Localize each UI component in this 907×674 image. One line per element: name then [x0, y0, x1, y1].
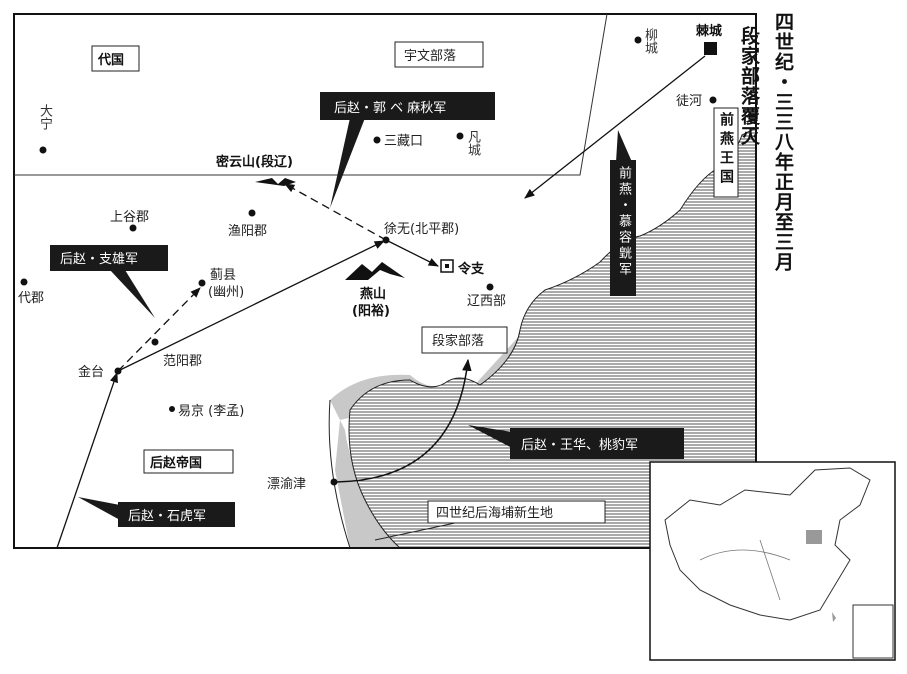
inset-highlight — [806, 530, 822, 544]
place-sanzangkou: 三藏口 — [384, 134, 423, 149]
region-yuwen: 宇文部落 — [404, 49, 456, 64]
place-daijun: 代郡 — [18, 291, 44, 306]
title-line1: 四世纪・三三八年正月至三月 — [772, 12, 794, 272]
army-wanghua: 后赵・王华、桃豹军 — [521, 438, 638, 453]
inset-china-outline — [664, 467, 871, 621]
place-piaoyujin: 漂渝津 — [267, 476, 306, 492]
miyunshan-mountain-icon — [255, 178, 296, 186]
border-line — [14, 13, 608, 176]
place-daning: 大宁 — [37, 104, 52, 130]
region-qianyan: 前燕王国 — [718, 112, 734, 188]
place-miyunshan: 密云山(段辽) — [215, 154, 293, 170]
army-murong: 前燕・慕容皝军 — [616, 166, 631, 278]
place-yangyu: (阳裕) — [352, 303, 390, 319]
place-dots — [20, 36, 717, 486]
place-jixian: 蓟县 — [210, 268, 236, 283]
place-liaoxi: 辽西部 — [467, 294, 506, 309]
route-xuwu-miyun — [284, 183, 387, 241]
region-daiguo: 代国 — [97, 52, 124, 68]
map-title: 四世纪・三三八年正月至三月 段家部落覆灭 — [738, 12, 800, 272]
route-wanghua — [335, 358, 472, 483]
place-fanyang: 范阳郡 — [163, 354, 202, 369]
jicheng-marker-icon — [704, 42, 717, 55]
title-line2: 段家部落覆灭 — [738, 26, 760, 146]
place-tuhe: 徒河 — [676, 94, 702, 109]
place-shanggu: 上谷郡 — [110, 210, 149, 225]
place-yuyang: 渔阳郡 — [228, 224, 267, 239]
army-zhixiong: 后赵・支雄军 — [60, 252, 138, 267]
place-jicheng: 棘城 — [696, 23, 722, 39]
route-jintai-xuwu — [117, 240, 385, 372]
place-lingzhi: 令支 — [458, 261, 485, 277]
place-fancheng: 凡城 — [465, 130, 480, 156]
place-liucheng: 柳城 — [642, 28, 657, 54]
place-youzhou: (幽州) — [208, 285, 244, 300]
region-new-land: 四世纪后海埔新生地 — [436, 505, 553, 521]
army-shihu: 后赵・石虎军 — [128, 509, 206, 524]
map-frame — [13, 13, 757, 549]
place-yijing: 易京 (李孟) — [178, 404, 244, 419]
place-xuwu: 徐无(北平郡) — [384, 222, 459, 237]
place-jintai: 金台 — [78, 364, 104, 380]
route-xuwu-lingzhi — [385, 239, 439, 267]
region-houzhao: 后赵帝国 — [150, 455, 202, 471]
inset-south-sea-box — [852, 604, 894, 659]
route-zhixiong — [117, 287, 201, 372]
route-murong — [524, 55, 706, 199]
place-yanshan: 燕山 — [360, 286, 386, 302]
army-guo-maqiu: 后赵・郭 ベ 麻秋军 — [334, 100, 446, 116]
coastline — [328, 399, 351, 549]
route-shihu — [56, 372, 118, 549]
region-duanjia: 段家部落 — [432, 333, 484, 349]
yanshan-mountain-icon — [345, 262, 405, 280]
